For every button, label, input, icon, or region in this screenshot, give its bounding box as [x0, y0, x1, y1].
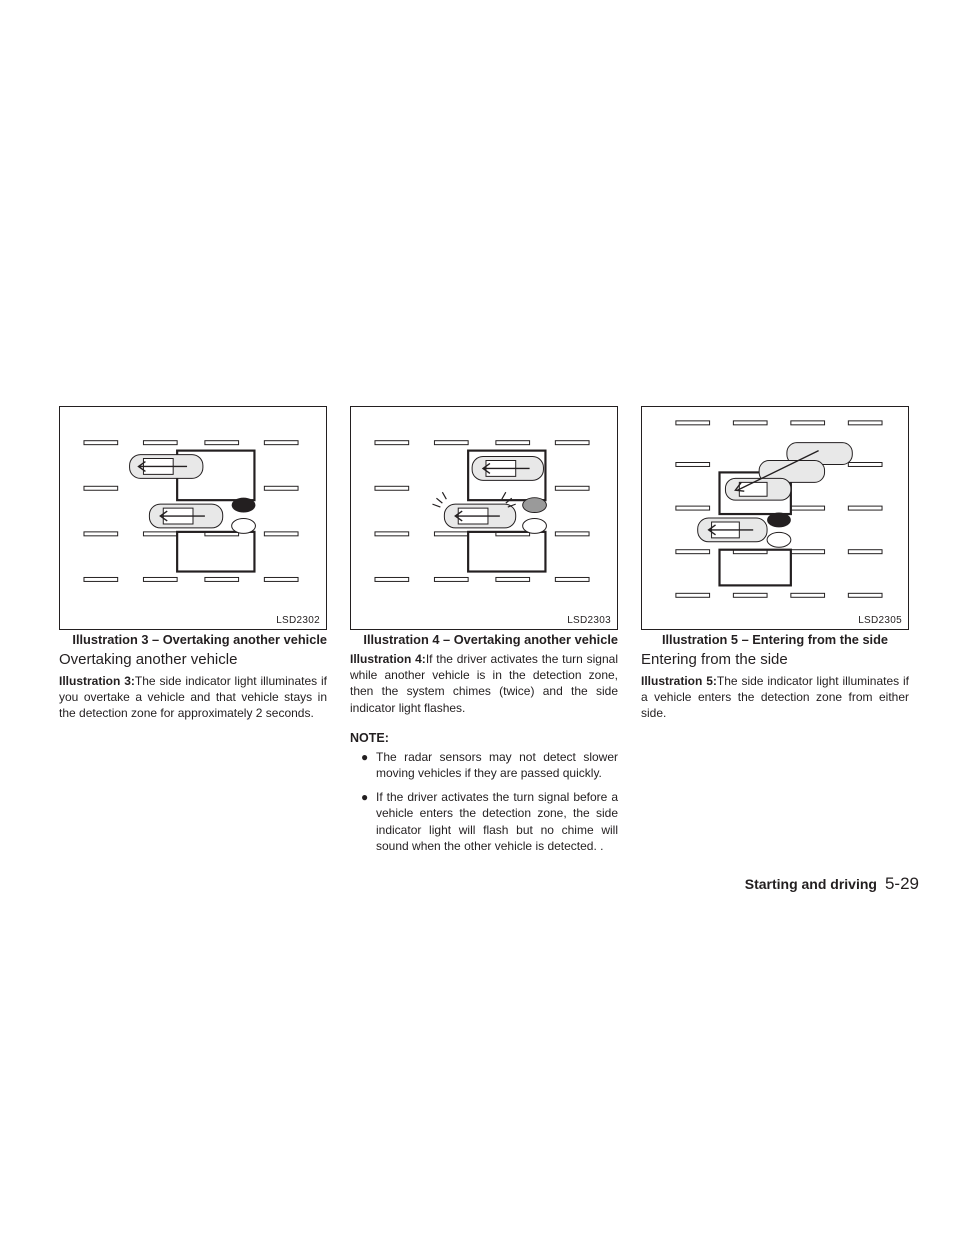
figure-code: LSD2302	[276, 615, 320, 626]
figure-caption: Illustration 3 – Overtaking another vehi…	[72, 632, 327, 647]
paragraph-text: The side indicator light illuminates if …	[641, 674, 910, 721]
figure-caption: Illustration 5 – Entering from the side	[661, 632, 889, 647]
paragraph-text: If the driver activates the turn signal …	[350, 652, 618, 715]
overtaking-diagram-3	[83, 440, 299, 582]
paragraph: Illustration 4:If the driver activates t…	[350, 651, 618, 716]
bullet-icon: ●	[361, 790, 369, 805]
entering-diagram-5	[675, 420, 883, 598]
car-icon	[129, 454, 204, 479]
page-number: 5-29	[884, 874, 919, 893]
list-item: ●The radar sensors may not detect slower…	[361, 749, 618, 781]
car-icon	[471, 456, 544, 481]
car-icon	[724, 442, 853, 501]
lead-label: Illustration 5:	[641, 674, 717, 688]
column-3: Illustration 5:The side indicator light …	[641, 673, 909, 722]
column-2: Illustration 4:If the driver activates t…	[350, 651, 618, 862]
section-heading: Entering from the side	[641, 651, 788, 668]
paragraph: Illustration 3:The side indicator light …	[59, 673, 327, 722]
car-icon	[697, 517, 768, 543]
section-name: Starting and driving	[744, 876, 877, 892]
lead-label: Illustration 3:	[59, 674, 135, 688]
overtaking-diagram-4	[374, 440, 590, 582]
figure-caption: Illustration 4 – Overtaking another vehi…	[363, 632, 618, 647]
note-heading: NOTE:	[350, 730, 389, 745]
page-footer: Starting and driving 5-29	[745, 874, 919, 894]
figure-code: LSD2305	[858, 615, 902, 626]
paragraph: Illustration 5:The side indicator light …	[641, 673, 909, 722]
column-1: Illustration 3:The side indicator light …	[59, 673, 327, 722]
car-icon	[148, 503, 224, 529]
illustration-5: LSD2305	[641, 406, 909, 630]
illustration-3: LSD2302	[59, 406, 327, 630]
lead-label: Illustration 4:	[350, 652, 426, 666]
section-heading: Overtaking another vehicle	[59, 651, 238, 668]
blink-lines-icon	[432, 491, 516, 508]
figure-code: LSD2303	[567, 615, 611, 626]
trajectory-arrow	[734, 449, 819, 492]
illustration-4: LSD2303	[350, 406, 618, 630]
car-icon	[443, 503, 517, 529]
paragraph-text: The side indicator light illuminates if …	[59, 674, 328, 721]
note-list: ●The radar sensors may not detect slower…	[350, 749, 618, 854]
list-item: ●If the driver activates the turn signal…	[361, 790, 618, 853]
bullet-icon: ●	[361, 749, 369, 764]
